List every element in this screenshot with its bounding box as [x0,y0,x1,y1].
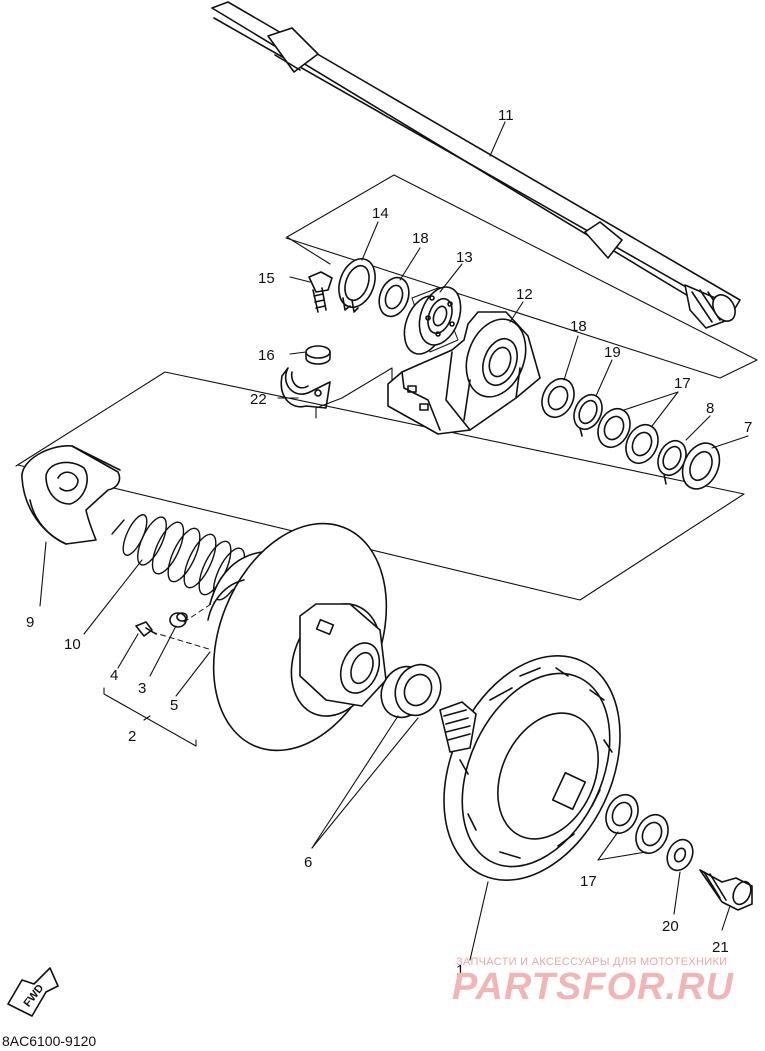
fwd-arrow-icon [7,967,59,1017]
washers-17-upper [597,407,659,465]
label-13: 13 [456,249,473,266]
bushing-6 [380,663,442,719]
label-18-upper: 18 [412,230,429,247]
label-1: 1 [456,962,464,979]
label-21: 21 [712,939,729,956]
spring-seat-9 [21,445,121,545]
label-5: 5 [170,697,178,714]
bracket-12 [387,311,541,435]
group-frame-upper [285,174,758,379]
label-4: 4 [110,667,118,684]
bolt-4 [135,621,157,637]
label-12: 12 [516,286,533,303]
roller-3 [169,612,188,628]
bearing-13 [403,286,462,355]
washer-20 [666,838,694,872]
label-8: 8 [706,400,714,417]
label-7: 7 [744,419,752,436]
label-18-lower: 18 [570,318,587,335]
bolt-15 [308,271,333,313]
washer-18-lower [541,377,575,419]
fixed-sheave-1 [439,655,621,881]
washer-18-upper [378,276,410,318]
label-17-lower: 17 [580,873,597,890]
shaft-11 [211,1,741,329]
label-14: 14 [372,205,389,222]
circlip-14 [338,257,376,313]
watermark-tagline: ЗАПЧАСТИ И АКСЕССУАРЫ ДЛЯ МОТОТЕХНИКИ [456,956,728,968]
label-6: 6 [304,854,312,871]
bolt-21 [699,869,753,911]
washer-7 [681,442,721,490]
label-9: 9 [26,614,34,631]
label-11: 11 [498,107,514,124]
label-3: 3 [138,680,146,697]
label-22: 22 [250,391,267,408]
label-15: 15 [258,270,275,287]
label-17-upper: 17 [674,375,691,392]
label-10: 10 [64,636,81,653]
label-2: 2 [128,728,136,745]
callout-labels: 11 14 18 13 15 12 18 16 19 17 22 8 7 9 1… [26,107,752,979]
label-16: 16 [258,347,275,364]
washers-17-lower [605,793,669,855]
watermark-brand: PARTSFOR.RU [452,966,734,1008]
movable-sheave-2 [207,522,388,752]
label-20: 20 [662,918,679,935]
nut-16 [305,345,331,365]
group-frame-middle [15,371,745,601]
label-19: 19 [604,344,621,361]
diagram-code: 8AC6100-9120 [2,1033,97,1049]
